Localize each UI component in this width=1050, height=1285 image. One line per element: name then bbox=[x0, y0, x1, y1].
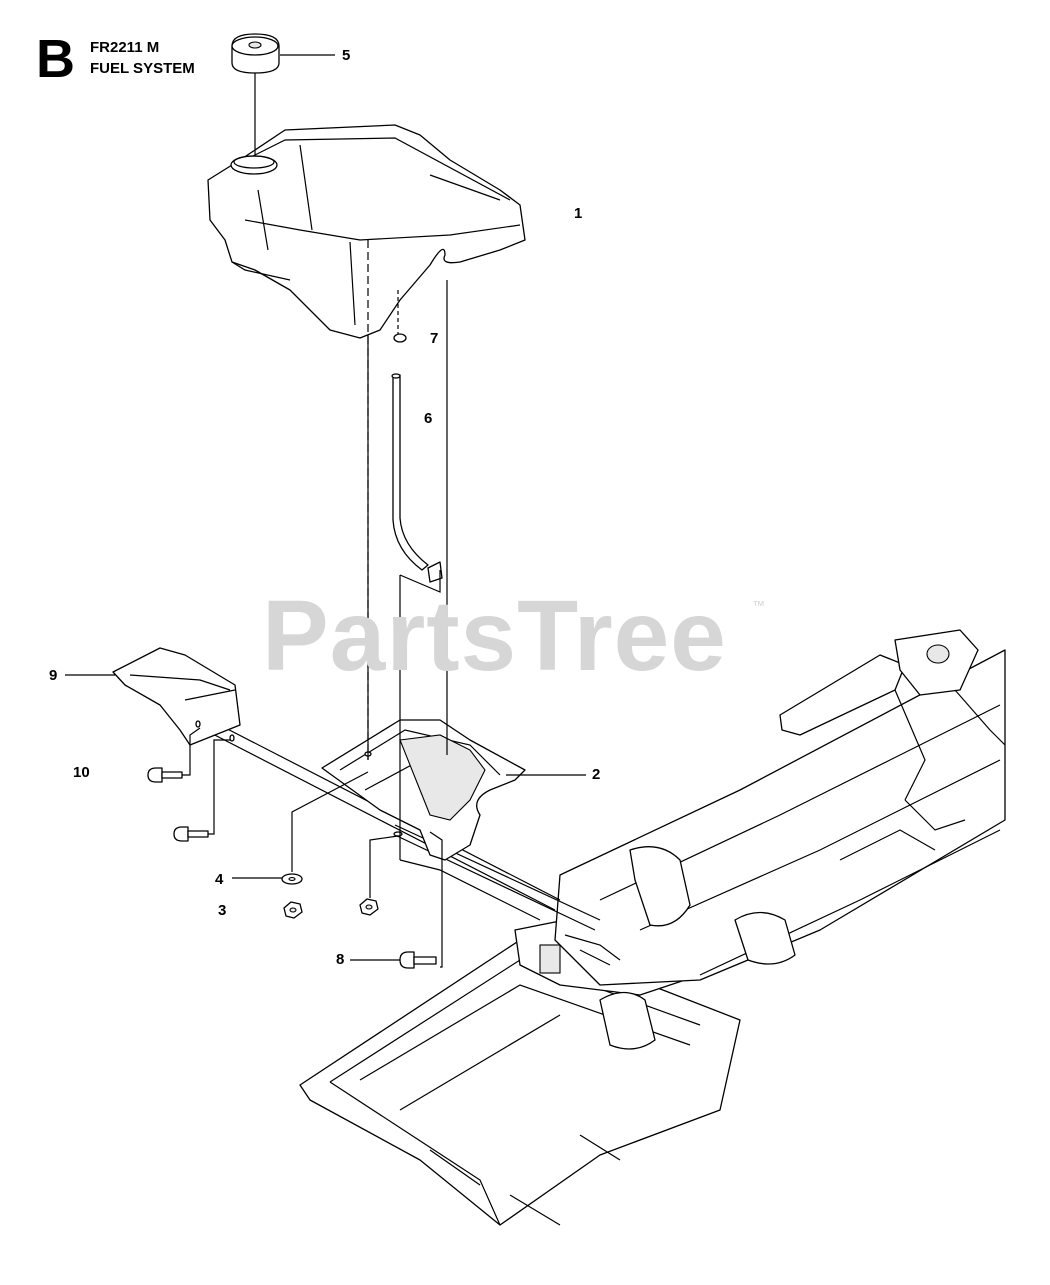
fasteners bbox=[281, 873, 379, 919]
screws bbox=[147, 727, 230, 842]
section-letter: B bbox=[36, 29, 75, 89]
callout-4[interactable]: 4 bbox=[215, 871, 224, 888]
callout-3[interactable]: 3 bbox=[218, 902, 227, 919]
fuel-hose bbox=[391, 290, 443, 593]
callout-1[interactable]: 1 bbox=[574, 205, 583, 222]
assembly-lines bbox=[291, 240, 541, 968]
tank-bracket bbox=[321, 719, 526, 861]
leader-lines bbox=[65, 54, 586, 961]
diagram-title: FUEL SYSTEM bbox=[90, 60, 195, 77]
callout-6[interactable]: 6 bbox=[424, 410, 433, 427]
chassis-frame bbox=[299, 629, 1006, 1226]
callout-5[interactable]: 5 bbox=[342, 47, 351, 64]
watermark: PartsTree bbox=[262, 580, 727, 692]
bolt bbox=[399, 951, 437, 969]
callout-9[interactable]: 9 bbox=[49, 667, 58, 684]
callout-8[interactable]: 8 bbox=[336, 951, 345, 968]
watermark-trademark: ™ bbox=[752, 598, 765, 613]
fuel-cap bbox=[231, 33, 280, 155]
model-number: FR2211 M bbox=[90, 39, 160, 56]
callout-2[interactable]: 2 bbox=[592, 766, 601, 783]
callout-7[interactable]: 7 bbox=[430, 330, 439, 347]
heat-shield bbox=[112, 647, 241, 746]
callout-10[interactable]: 10 bbox=[73, 764, 90, 781]
hose-clamp bbox=[393, 333, 407, 343]
fuel-tank bbox=[207, 124, 526, 339]
